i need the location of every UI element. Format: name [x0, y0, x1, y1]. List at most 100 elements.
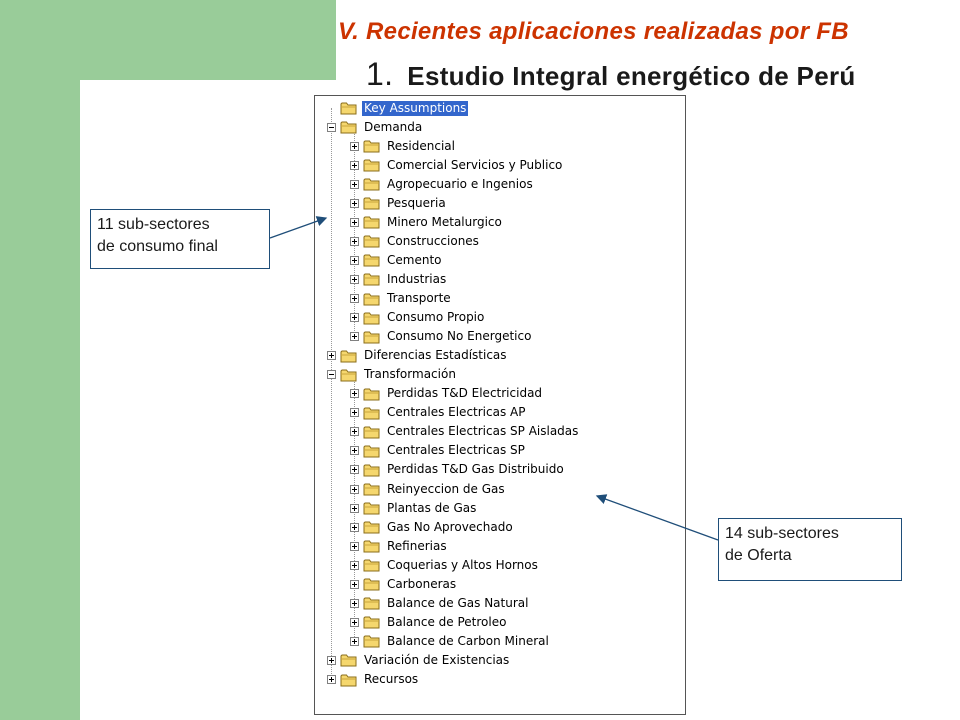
tree-node-construcciones[interactable]: Construcciones: [350, 233, 481, 249]
expand-plus-icon[interactable]: [350, 598, 359, 608]
tree-node-label: Refinerias: [387, 538, 447, 553]
tree-node-comercial-servicios-y-publico[interactable]: Comercial Servicios y Publico: [350, 157, 564, 173]
expand-plus-icon[interactable]: [327, 675, 336, 684]
tree-node-transformacion[interactable]: Transformación: [327, 367, 458, 383]
expand-plus-icon[interactable]: [350, 484, 359, 494]
tree-node-label: Comercial Servicios y Publico: [387, 157, 563, 172]
expand-plus-icon[interactable]: [350, 294, 359, 303]
collapse-minus-icon[interactable]: [327, 122, 336, 132]
tree-node-label: Consumo No Energetico: [387, 329, 532, 344]
folder-icon: [363, 482, 385, 496]
folder-icon: [363, 501, 385, 515]
tree-node-diferencias-estadisticas[interactable]: Diferencias Estadísticas: [327, 348, 509, 364]
folder-icon: [363, 634, 385, 648]
folder-icon: [363, 596, 385, 610]
expand-plus-icon[interactable]: [350, 274, 359, 284]
folder-icon: [340, 349, 362, 363]
callout-consumo-line2: de consumo final: [97, 238, 218, 255]
tree-node-agropecuario-e-ingenios[interactable]: Agropecuario e Ingenios: [350, 176, 535, 192]
tree-node-label: Industrias: [387, 271, 447, 286]
expand-plus-icon[interactable]: [350, 541, 359, 551]
folder-icon: [340, 673, 362, 687]
tree-node-label: Agropecuario e Ingenios: [387, 176, 533, 191]
tree-node-demanda[interactable]: Demanda: [327, 119, 424, 135]
expand-plus-icon[interactable]: [350, 179, 359, 189]
tree-guide-root: [331, 108, 332, 680]
expand-plus-icon[interactable]: [350, 579, 359, 589]
expand-plus-icon[interactable]: [327, 655, 336, 665]
tree-node-cemento[interactable]: Cemento: [350, 252, 444, 268]
expand-plus-icon[interactable]: [350, 522, 359, 532]
callout-consumo-line1: 11 sub-sectores: [97, 216, 210, 233]
expand-plus-icon[interactable]: [350, 465, 359, 475]
tree-node-refinerias[interactable]: Refinerias: [350, 538, 449, 554]
tree-node-centrales-electricas-ap[interactable]: Centrales Electricas AP: [350, 405, 527, 421]
title-number: 1.: [366, 56, 394, 92]
tree-node-coquerias-y-altos-hornos[interactable]: Coquerias y Altos Hornos: [350, 557, 540, 573]
expand-plus-icon[interactable]: [350, 503, 359, 513]
tree-node-carboneras[interactable]: Carboneras: [350, 576, 458, 592]
tree-node-label: Key Assumptions: [362, 100, 469, 116]
page-title: 1.Estudio Integral energético de Perú: [366, 56, 856, 93]
tree-node-minero-metalurgico[interactable]: Minero Metalurgico: [350, 214, 504, 230]
expand-plus-icon[interactable]: [350, 636, 359, 646]
tree-node-balance-de-petroleo[interactable]: Balance de Petroleo: [350, 614, 508, 630]
tree-node-pesqueria[interactable]: Pesqueria: [350, 195, 448, 211]
expand-plus-icon[interactable]: [350, 617, 359, 627]
tree-node-residencial[interactable]: Residencial: [350, 138, 457, 154]
expand-plus-icon[interactable]: [350, 332, 359, 342]
tree-node-label: Balance de Petroleo: [387, 614, 507, 629]
folder-icon: [363, 520, 385, 534]
folder-icon: [363, 177, 385, 191]
tree-node-label: Perdidas T&D Electricidad: [387, 386, 543, 401]
tree-node-label: Centrales Electricas SP Aisladas: [387, 424, 579, 439]
expand-plus-icon[interactable]: [350, 427, 359, 437]
expand-plus-icon[interactable]: [350, 389, 359, 399]
tree-node-consumo-propio[interactable]: Consumo Propio: [350, 310, 486, 326]
tree-node-label: Consumo Propio: [387, 310, 485, 325]
tree-node-industrias[interactable]: Industrias: [350, 271, 448, 287]
tree-node-label: Reinyeccion de Gas: [387, 481, 505, 496]
expand-plus-icon[interactable]: [350, 160, 359, 170]
folder-icon: [363, 558, 385, 572]
tree-node-label: Residencial: [387, 138, 455, 153]
section-heading: V. Recientes aplicaciones realizadas por…: [338, 18, 849, 45]
tree-node-key-assumptions[interactable]: Key Assumptions: [327, 100, 469, 116]
folder-icon: [363, 615, 385, 629]
folder-icon: [363, 311, 385, 325]
collapse-minus-icon[interactable]: [327, 370, 336, 380]
callout-oferta-line2: de Oferta: [725, 547, 792, 564]
tree-node-recursos[interactable]: Recursos: [327, 672, 420, 688]
tree-node-plantas-de-gas[interactable]: Plantas de Gas: [350, 500, 478, 516]
expand-plus-icon[interactable]: [350, 560, 359, 570]
expand-plus-icon[interactable]: [327, 351, 336, 361]
tree-node-centrales-electricas-sp[interactable]: Centrales Electricas SP: [350, 443, 527, 459]
tree-node-reinyeccion-de-gas[interactable]: Reinyeccion de Gas: [350, 481, 507, 497]
expand-plus-icon[interactable]: [350, 255, 359, 265]
expand-plus-icon[interactable]: [350, 217, 359, 227]
expand-plus-icon[interactable]: [350, 198, 359, 208]
tree-node-label: Centrales Electricas SP: [387, 443, 525, 458]
tree-node-centrales-electricas-sp-aisladas[interactable]: Centrales Electricas SP Aisladas: [350, 424, 580, 440]
folder-icon: [363, 139, 385, 153]
expand-plus-icon[interactable]: [350, 141, 359, 151]
tree-node-transporte[interactable]: Transporte: [350, 291, 453, 307]
tree-node-balance-de-carbon-mineral[interactable]: Balance de Carbon Mineral: [350, 633, 551, 649]
tree-node-variacion-de-existencias[interactable]: Variación de Existencias: [327, 652, 511, 668]
expand-plus-icon[interactable]: [350, 313, 359, 323]
tree-node-consumo-no-energetico[interactable]: Consumo No Energetico: [350, 329, 533, 345]
tree-node-gas-no-aprovechado[interactable]: Gas No Aprovechado: [350, 519, 515, 535]
folder-icon: [363, 292, 385, 306]
expand-plus-icon[interactable]: [350, 408, 359, 418]
expand-plus-icon[interactable]: [350, 236, 359, 246]
expand-plus-icon[interactable]: [350, 446, 359, 456]
tree-node-perdidas-tandd-gas-distribuido[interactable]: Perdidas T&D Gas Distribuido: [350, 462, 566, 478]
tree-node-label: Variación de Existencias: [364, 652, 510, 667]
tree-node-perdidas-tandd-electricidad[interactable]: Perdidas T&D Electricidad: [350, 386, 544, 402]
tree-node-balance-de-gas-natural[interactable]: Balance de Gas Natural: [350, 595, 530, 611]
tree-node-label: Minero Metalurgico: [387, 214, 502, 229]
tree-node-label: Gas No Aprovechado: [387, 519, 513, 534]
tree-node-label: Cemento: [387, 252, 442, 267]
folder-icon: [363, 215, 385, 229]
